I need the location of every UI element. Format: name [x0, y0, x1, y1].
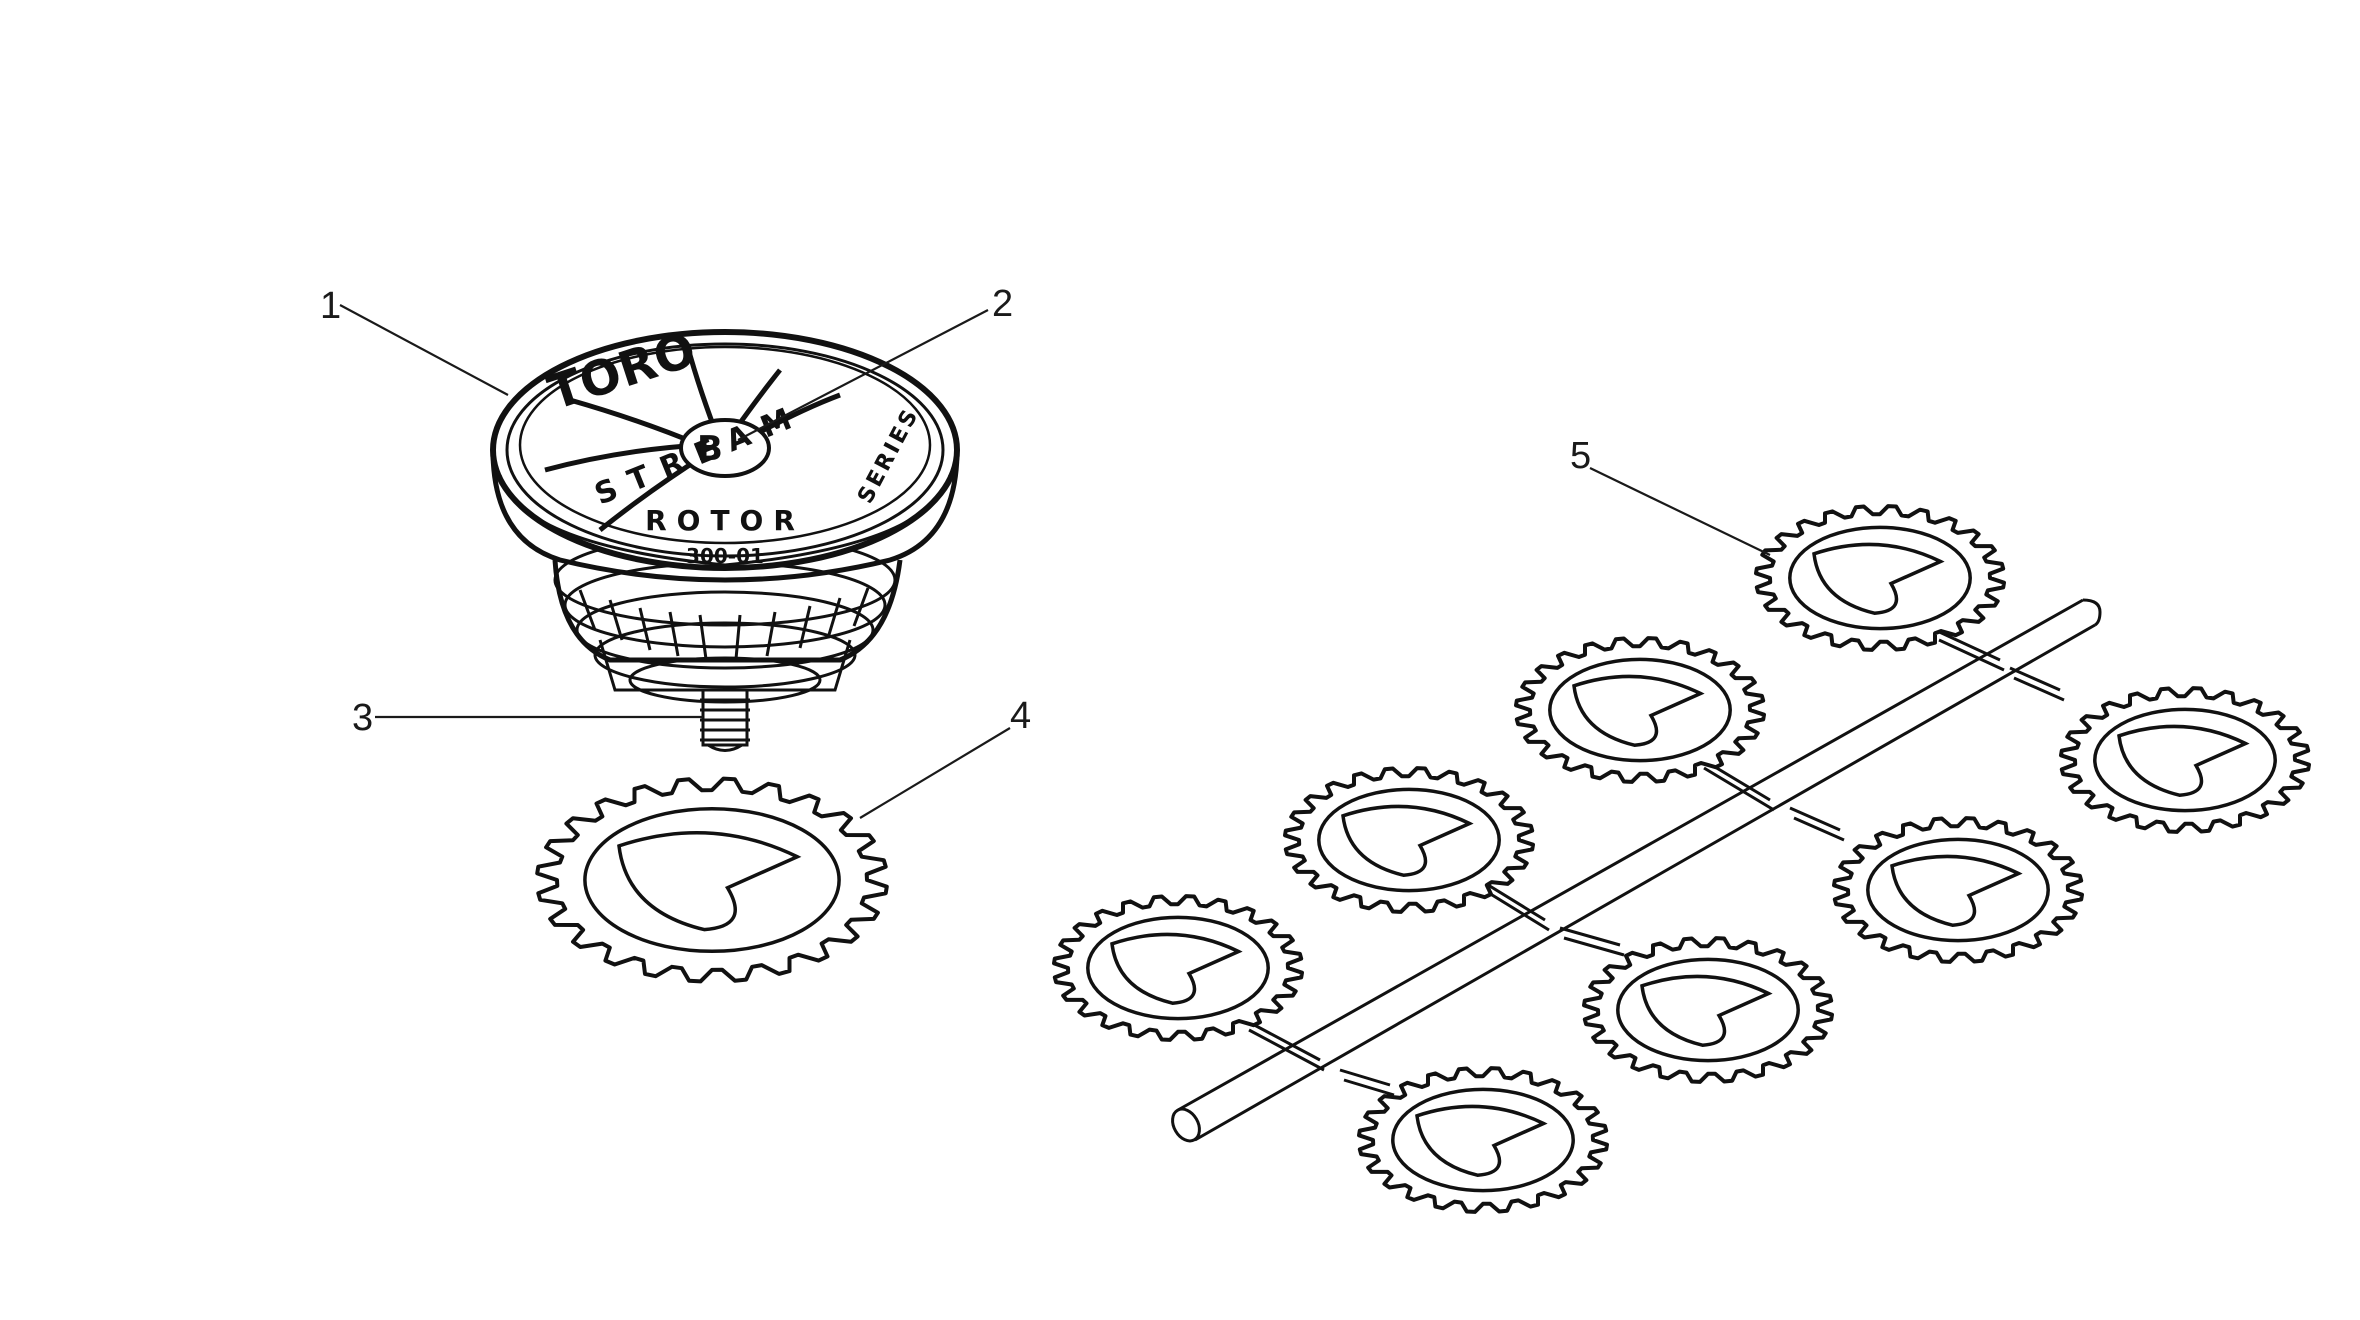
callout-5: 5 — [1570, 435, 1771, 556]
tree-gear-3 — [1283, 766, 1535, 914]
tree-gear-6 — [1832, 816, 2084, 964]
tree-gear-3-cutout — [1341, 804, 1474, 877]
center-letter: B — [697, 429, 723, 469]
rotor-head: TORO STREAM B ROTOR SERIES 300-01 — [490, 321, 960, 752]
callout-4-label: 4 — [1010, 695, 1031, 737]
tree-gear-2-cutout — [1415, 1104, 1548, 1177]
callout-3: 3 — [352, 697, 703, 739]
tree-gear-7-cutout — [1812, 542, 1945, 615]
tree-gear-4-cutout — [1640, 974, 1773, 1047]
tree-gear-1 — [1052, 894, 1304, 1042]
callout-1: 1 — [320, 285, 509, 396]
gear-4 — [535, 776, 889, 984]
threaded-stem — [700, 688, 750, 752]
callout-2-label: 2 — [992, 283, 1013, 325]
sprue-connector-1 — [1244, 1018, 1325, 1072]
runner-bar — [1171, 598, 2102, 1143]
tree-gear-7 — [1754, 504, 2006, 652]
sprue-connector-4 — [1559, 926, 1625, 957]
tree-gear-4 — [1582, 936, 1834, 1084]
callout-5-label: 5 — [1570, 435, 1591, 477]
tree-gear-8-cutout — [2117, 724, 2250, 797]
nozzle-gear-tree — [1052, 504, 2311, 1214]
tree-gear-8 — [2059, 686, 2311, 834]
tree-gear-6-cutout — [1890, 854, 2023, 927]
callouts: 1 2 3 4 5 — [320, 283, 1771, 819]
model-text: 300-01 — [686, 544, 764, 568]
callout-3-label: 3 — [352, 697, 373, 739]
callout-2: 2 — [737, 283, 1013, 441]
callout-1-label: 1 — [320, 285, 341, 327]
sprue-connector-3 — [1479, 878, 1550, 932]
gear-4-cutout — [617, 830, 802, 932]
tree-gear-5 — [1514, 636, 1766, 784]
tree-gear-2 — [1357, 1066, 1609, 1214]
nozzle-gear-single — [535, 776, 889, 984]
tree-gear-1-cutout — [1110, 932, 1243, 1005]
rotor-body — [552, 533, 903, 704]
sprue-connector-7 — [1934, 628, 2005, 672]
callout-4: 4 — [859, 695, 1031, 819]
tree-gears — [1052, 504, 2311, 1214]
sprue-connector-8 — [2009, 666, 2065, 702]
rotor-text: ROTOR — [645, 504, 805, 537]
tree-gear-5-cutout — [1572, 674, 1705, 747]
rotor-cap — [490, 329, 960, 583]
sprue-connector-2 — [1339, 1068, 1395, 1097]
sprue-connector-6 — [1789, 806, 1845, 842]
